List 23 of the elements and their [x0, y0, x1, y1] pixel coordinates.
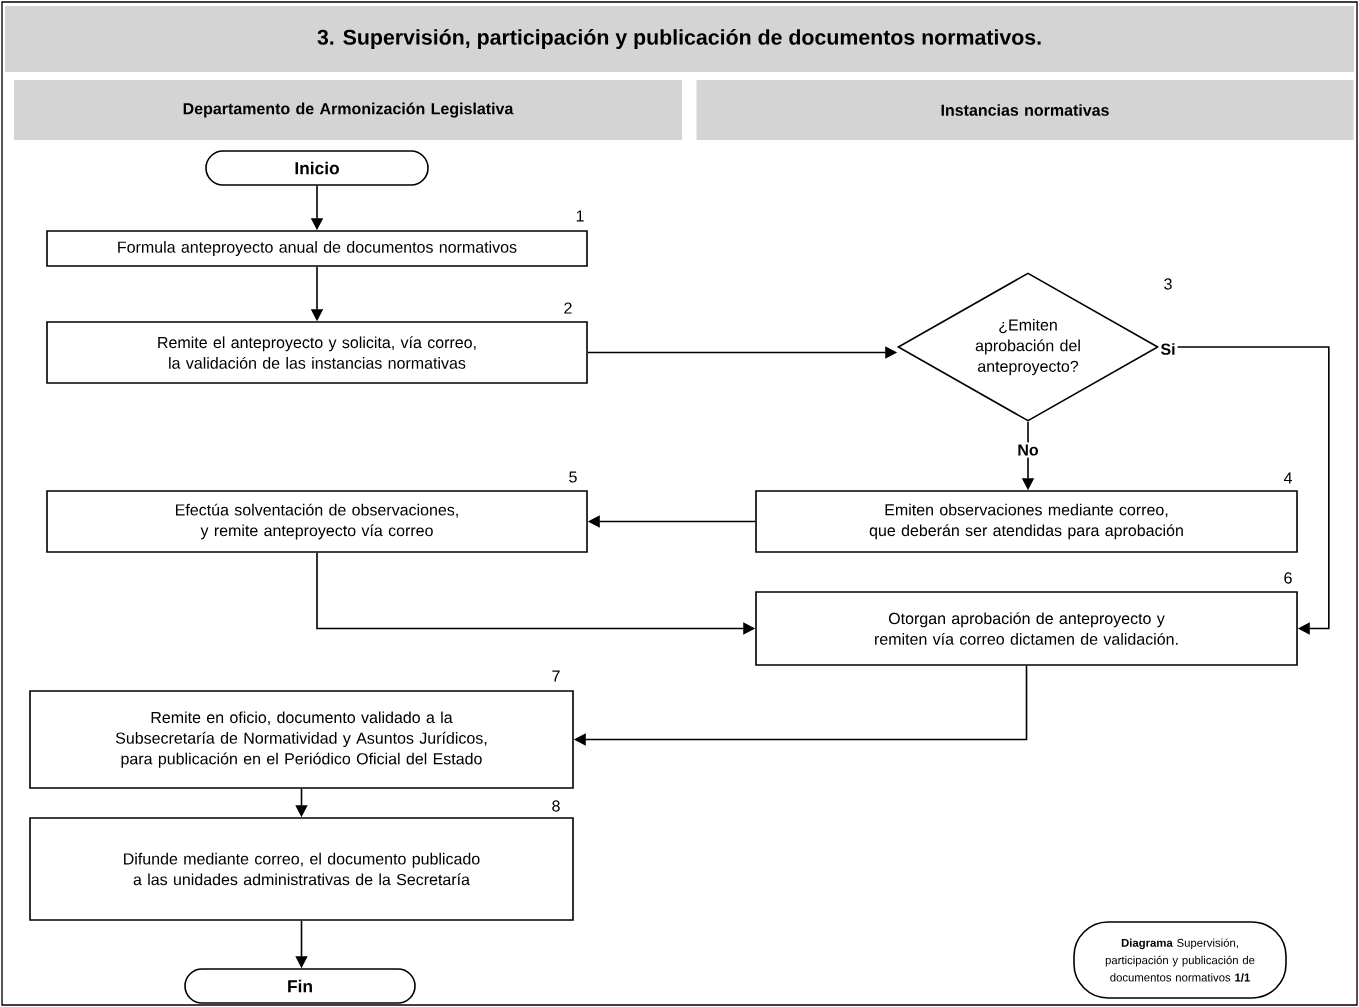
- edge-label: Si: [1158, 341, 1178, 357]
- step-number: 4: [1283, 472, 1292, 484]
- process-box: Efectúa solventación de observaciones, y remite anteproyecto vía correo: [46, 490, 588, 553]
- edge-label: No: [1015, 442, 1041, 458]
- step-number: 2: [564, 302, 572, 314]
- lane-header: Departamento de Armonización Legislativa: [14, 80, 682, 140]
- lane-header: Instancias normativas: [696, 80, 1354, 140]
- title-band: 3. Supervisión, participación y publicación de documentos normativos.: [5, 6, 1354, 72]
- process-box: Difunde mediante correo, el documento publicado a las unidades administrativas de la Secretaría: [29, 817, 574, 921]
- step-number: 6: [1284, 572, 1292, 584]
- step-number: 5: [569, 471, 577, 483]
- step-number: 3: [1164, 278, 1172, 290]
- step-number: 8: [552, 800, 560, 812]
- process-box: Formula anteproyecto anual de documentos normativos: [46, 230, 588, 267]
- process-box: Emiten observaciones mediante correo, que deberán ser atendidas para aprobación: [755, 490, 1298, 553]
- diagram-reference-capsule: Diagrama Supervisión, participación y publicación de documentos normativos 1/1: [1073, 921, 1287, 999]
- end-terminal: Fin: [184, 968, 416, 1004]
- step-number: 1: [576, 210, 584, 222]
- step-number: 7: [552, 670, 560, 682]
- start-terminal: Inicio: [205, 150, 429, 186]
- process-box: Remite en oficio, documento validado a la Subsecretaría de Normatividad y Asuntos Jurídicos, para publicación en el Periódico Oficial del Estado: [29, 690, 574, 789]
- process-box: Otorgan aprobación de anteproyecto y remiten vía correo dictamen de validación.: [755, 591, 1298, 666]
- process-box: Remite el anteproyecto y solicita, vía correo, la validación de las instancias normativas: [46, 321, 588, 384]
